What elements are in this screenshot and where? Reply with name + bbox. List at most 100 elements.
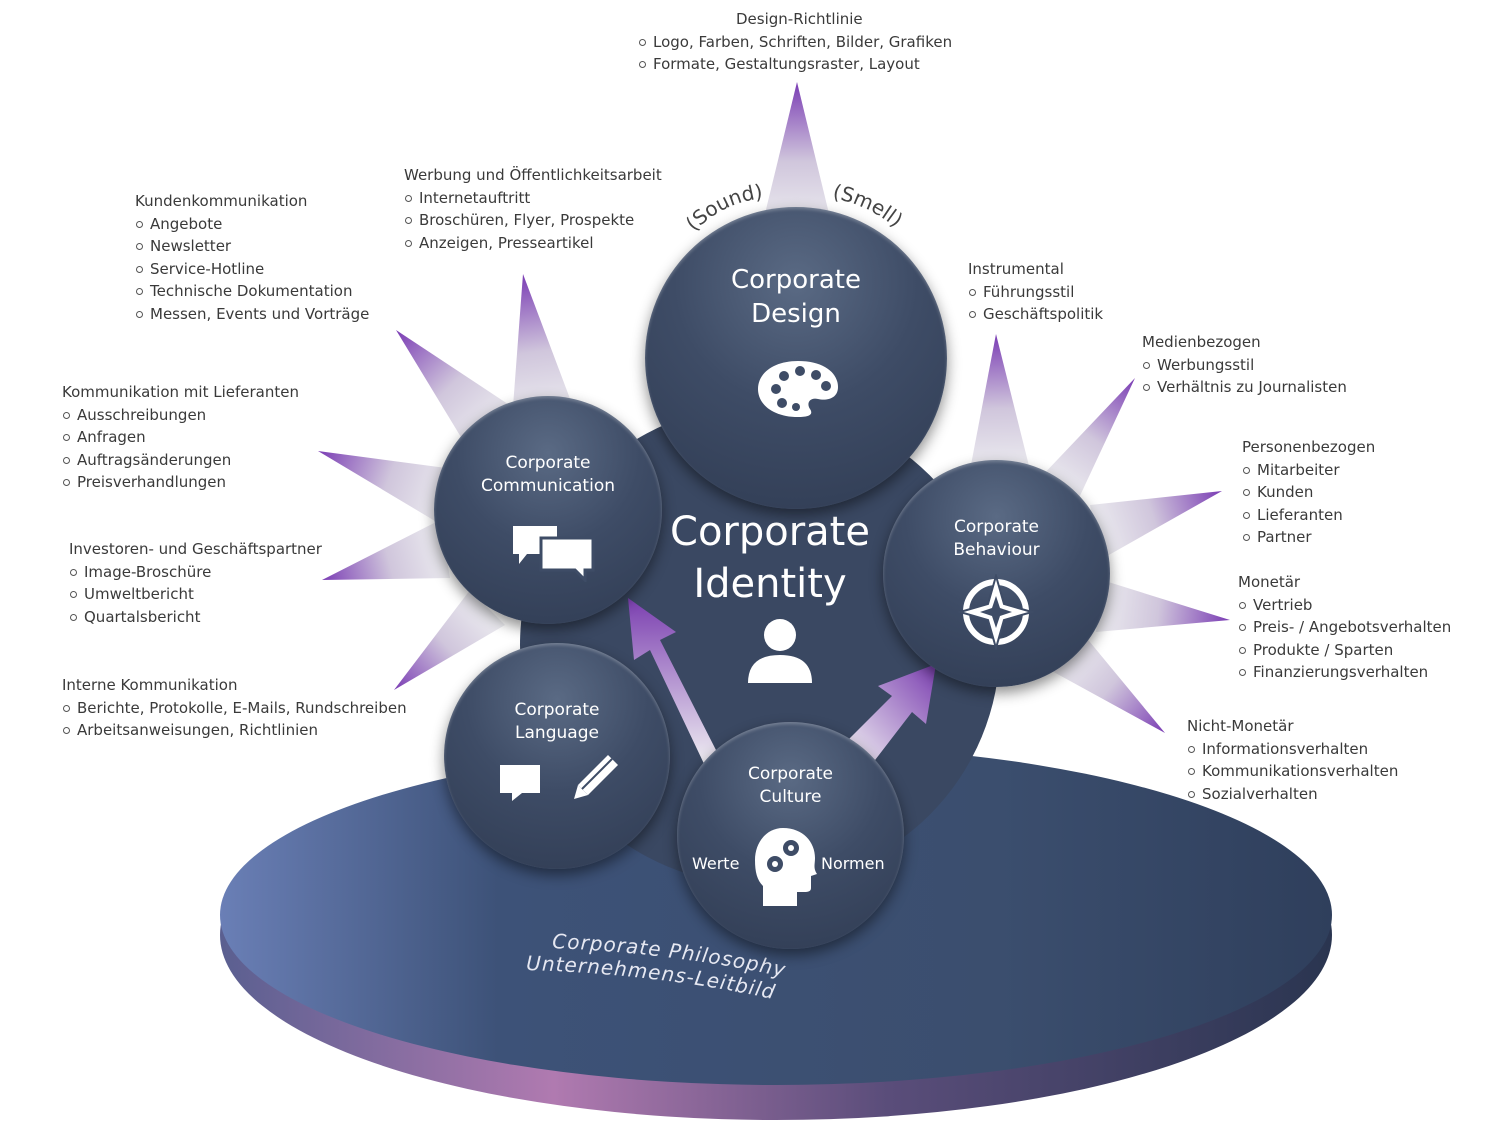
note-customer-communication: Kundenkommunikation Angebote Newsletter … — [135, 190, 369, 326]
design-title-line1: Corporate — [731, 265, 861, 295]
culture-circle: Corporate Culture Werte Normen — [677, 722, 904, 949]
culture-title-line1: Corporate — [748, 764, 833, 784]
language-title: Corporate Language — [444, 699, 670, 745]
note-title: Kundenkommunikation — [135, 192, 308, 210]
design-title-line2: Design — [751, 299, 841, 329]
note-title: Instrumental — [968, 260, 1064, 278]
communication-title: Corporate Communication — [434, 452, 662, 498]
note-title: Kommunikation mit Lieferanten — [62, 383, 299, 401]
note-item: Image-Broschüre — [69, 561, 322, 584]
note-item: Anzeigen, Presseartikel — [404, 232, 662, 255]
note-item: Kommunikationsverhalten — [1187, 760, 1398, 783]
note-title: Werbung und Öffentlichkeitsarbeit — [404, 166, 662, 184]
communication-title-line2: Communication — [481, 476, 615, 496]
note-title: Interne Kommunikation — [62, 676, 238, 694]
note-item: Berichte, Protokolle, E-Mails, Rundschre… — [62, 697, 407, 720]
identity-title-line2: Identity — [693, 561, 847, 607]
spike-internal — [394, 590, 505, 690]
note-item: Mitarbeiter — [1242, 459, 1375, 482]
head-gears-icon — [755, 828, 817, 906]
spike-instrumental — [970, 334, 1030, 470]
chat-bubbles-icon — [513, 526, 595, 582]
behaviour-title: Corporate Behaviour — [883, 516, 1110, 562]
language-title-line1: Corporate — [514, 700, 600, 720]
palette-icon — [758, 361, 838, 417]
note-item: Produkte / Sparten — [1238, 639, 1451, 662]
speech-bubble-icon — [500, 765, 540, 801]
culture-title: Corporate Culture — [677, 763, 904, 809]
note-title: Personenbezogen — [1242, 438, 1376, 456]
note-item: Angebote — [135, 213, 369, 236]
design-title: Corporate Design — [645, 263, 947, 331]
person-icon — [748, 619, 812, 683]
note-item: Auftragsänderungen — [62, 449, 299, 472]
note-title: Monetär — [1238, 573, 1301, 591]
note-title: Medienbezogen — [1142, 333, 1261, 351]
note-item: Formate, Gestaltungsraster, Layout — [638, 53, 952, 76]
note-item: Partner — [1242, 526, 1375, 549]
note-title: Nicht-Monetär — [1187, 717, 1294, 735]
note-item: Sozialverhalten — [1187, 783, 1398, 806]
note-non-monetary: Nicht-Monetär Informationsverhalten Komm… — [1187, 715, 1398, 805]
note-item: Internetauftritt — [404, 187, 662, 210]
note-item: Messen, Events und Vorträge — [135, 303, 369, 326]
note-item: Technische Dokumentation — [135, 280, 369, 303]
note-item: Logo, Farben, Schriften, Bilder, Grafike… — [638, 31, 952, 54]
note-instrumental: Instrumental Führungsstil Geschäftspolit… — [968, 258, 1103, 326]
spike-non-monetary — [1050, 630, 1165, 733]
note-internal-communication: Interne Kommunikation Berichte, Protokol… — [62, 674, 407, 742]
pencil-icon — [574, 755, 618, 799]
note-design-guideline: Design-Richtlinie Logo, Farben, Schrifte… — [638, 8, 952, 76]
behaviour-title-line1: Corporate — [954, 517, 1039, 537]
note-item: Lieferanten — [1242, 504, 1375, 527]
culture-title-line2: Culture — [759, 787, 822, 807]
note-item: Arbeitsanweisungen, Richtlinien — [62, 719, 407, 742]
note-item: Geschäftspolitik — [968, 303, 1103, 326]
behaviour-circle: Corporate Behaviour — [883, 460, 1110, 687]
note-item: Newsletter — [135, 235, 369, 258]
identity-title-line1: Corporate — [670, 509, 870, 555]
identity-title: Corporate Identity — [640, 506, 900, 610]
language-title-line2: Language — [515, 723, 599, 743]
note-item: Führungsstil — [968, 281, 1103, 304]
communication-title-line1: Corporate — [505, 453, 591, 473]
language-circle: Corporate Language — [444, 643, 670, 869]
note-item: Informationsverhalten — [1187, 738, 1398, 761]
arrow-culture-to-behaviour — [846, 664, 936, 764]
note-item: Ausschreibungen — [62, 404, 299, 427]
note-item: Broschüren, Flyer, Prospekte — [404, 209, 662, 232]
spike-advertising — [512, 274, 575, 420]
note-personal: Personenbezogen Mitarbeiter Kunden Liefe… — [1242, 436, 1375, 549]
arrow-culture-to-communication — [628, 598, 738, 768]
spike-personal — [1090, 491, 1222, 560]
communication-circle: Corporate Communication — [434, 396, 662, 624]
note-item: Quartalsbericht — [69, 606, 322, 629]
note-media: Medienbezogen Werbungsstil Verhältnis zu… — [1142, 331, 1347, 399]
note-item: Werbungsstil — [1142, 354, 1347, 377]
spike-media — [1040, 378, 1135, 500]
note-title: Investoren- und Geschäftspartner — [69, 540, 322, 558]
spike-design-top — [762, 82, 832, 226]
culture-norms-label: Normen — [821, 854, 885, 873]
note-item: Anfragen — [62, 426, 299, 449]
note-item: Service-Hotline — [135, 258, 369, 281]
spike-monetary — [1096, 580, 1230, 632]
note-item: Vertrieb — [1238, 594, 1451, 617]
note-title: Design-Richtlinie — [736, 10, 863, 28]
note-investors: Investoren- und Geschäftspartner Image-B… — [69, 538, 322, 628]
note-item: Verhältnis zu Journalisten — [1142, 376, 1347, 399]
compass-icon — [958, 574, 1034, 650]
spike-investors — [322, 520, 450, 580]
note-item: Kunden — [1242, 481, 1375, 504]
note-monetary: Monetär Vertrieb Preis- / Angebotsverhal… — [1238, 571, 1451, 684]
note-item: Preis- / Angebotsverhalten — [1238, 616, 1451, 639]
note-item: Umweltbericht — [69, 583, 322, 606]
note-supplier-communication: Kommunikation mit Lieferanten Ausschreib… — [62, 381, 299, 494]
note-advertising: Werbung und Öffentlichkeitsarbeit Intern… — [404, 164, 662, 254]
culture-values-label: Werte — [692, 854, 740, 873]
behaviour-title-line2: Behaviour — [953, 540, 1040, 560]
design-circle: Corporate Design — [645, 207, 947, 509]
spike-supplier — [318, 451, 450, 530]
note-item: Preisverhandlungen — [62, 471, 299, 494]
note-item: Finanzierungsverhalten — [1238, 661, 1451, 684]
